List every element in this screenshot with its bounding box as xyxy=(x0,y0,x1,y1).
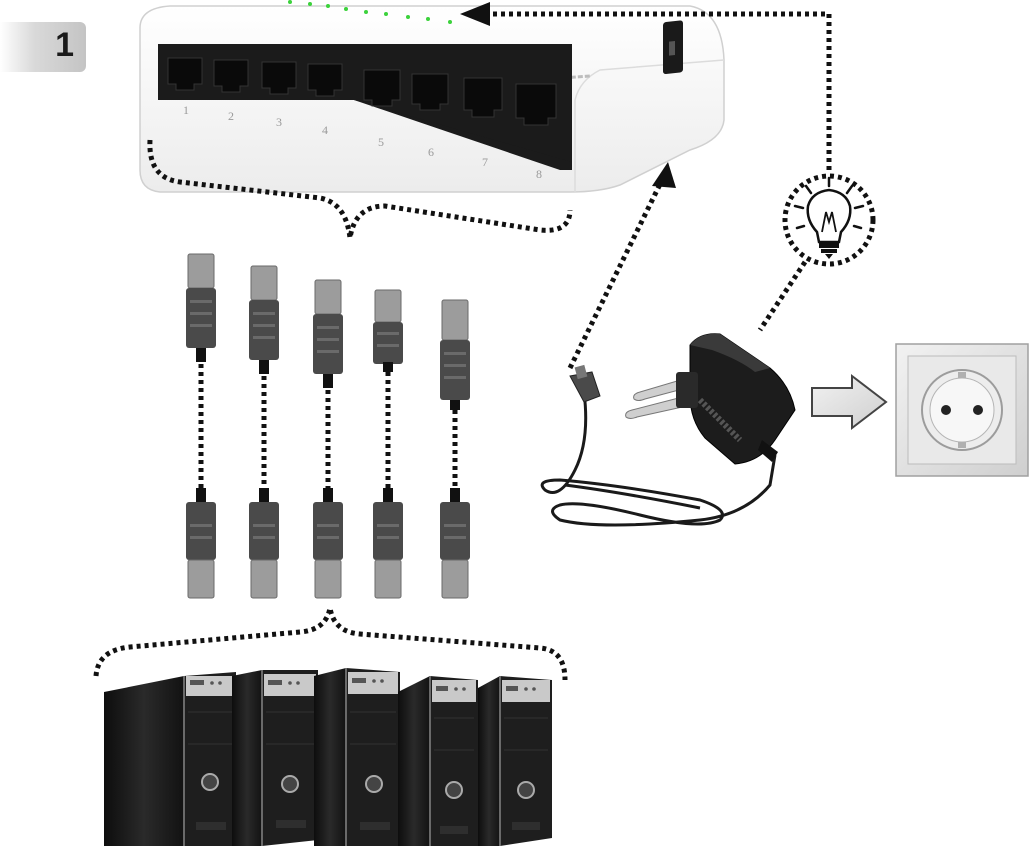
light-bulb-icon xyxy=(782,173,876,267)
port-label-2: 2 xyxy=(228,109,234,123)
bulb-adapter-link xyxy=(757,260,808,332)
computers-brace xyxy=(93,607,568,681)
dotted-connectors xyxy=(93,11,832,681)
ethernet-cable-4 xyxy=(373,289,403,599)
computer-tower-3 xyxy=(314,668,400,846)
computer-tower-1 xyxy=(104,672,236,846)
computer-tower-4 xyxy=(398,676,478,846)
port-label-8: 8 xyxy=(536,167,542,181)
arrow-head-to-power-port xyxy=(652,162,676,188)
port-label-4: 4 xyxy=(322,123,328,137)
ethernet-cable-2 xyxy=(249,265,279,599)
ethernet-cable-1 xyxy=(186,253,216,599)
arrow-right-icon xyxy=(811,373,888,431)
computer-tower-2 xyxy=(232,670,318,846)
status-leds xyxy=(288,0,452,24)
network-switch: 1 2 3 4 5 6 7 8 xyxy=(139,0,725,193)
ethernet-ports xyxy=(167,57,557,126)
port-label-5: 5 xyxy=(378,135,384,149)
ethernet-cable-3 xyxy=(313,279,343,599)
port-label-1: 1 xyxy=(183,103,189,117)
wall-socket xyxy=(895,343,1029,477)
step-badge-bar xyxy=(0,22,86,72)
power-led-link xyxy=(478,11,832,170)
ethernet-cable-5 xyxy=(440,299,470,599)
arrow-head-to-switch xyxy=(460,2,490,26)
ports-brace xyxy=(147,139,573,239)
computer-tower-5 xyxy=(478,676,552,846)
step-badge: 1 xyxy=(0,22,86,72)
power-adapter xyxy=(540,333,796,527)
port-label-3: 3 xyxy=(276,115,282,129)
port-label-6: 6 xyxy=(428,145,434,159)
ethernet-cables xyxy=(186,253,470,599)
step-number: 1 xyxy=(55,26,74,64)
computer-towers xyxy=(104,668,552,846)
port-label-7: 7 xyxy=(482,155,488,169)
power-cable-link xyxy=(567,174,667,370)
